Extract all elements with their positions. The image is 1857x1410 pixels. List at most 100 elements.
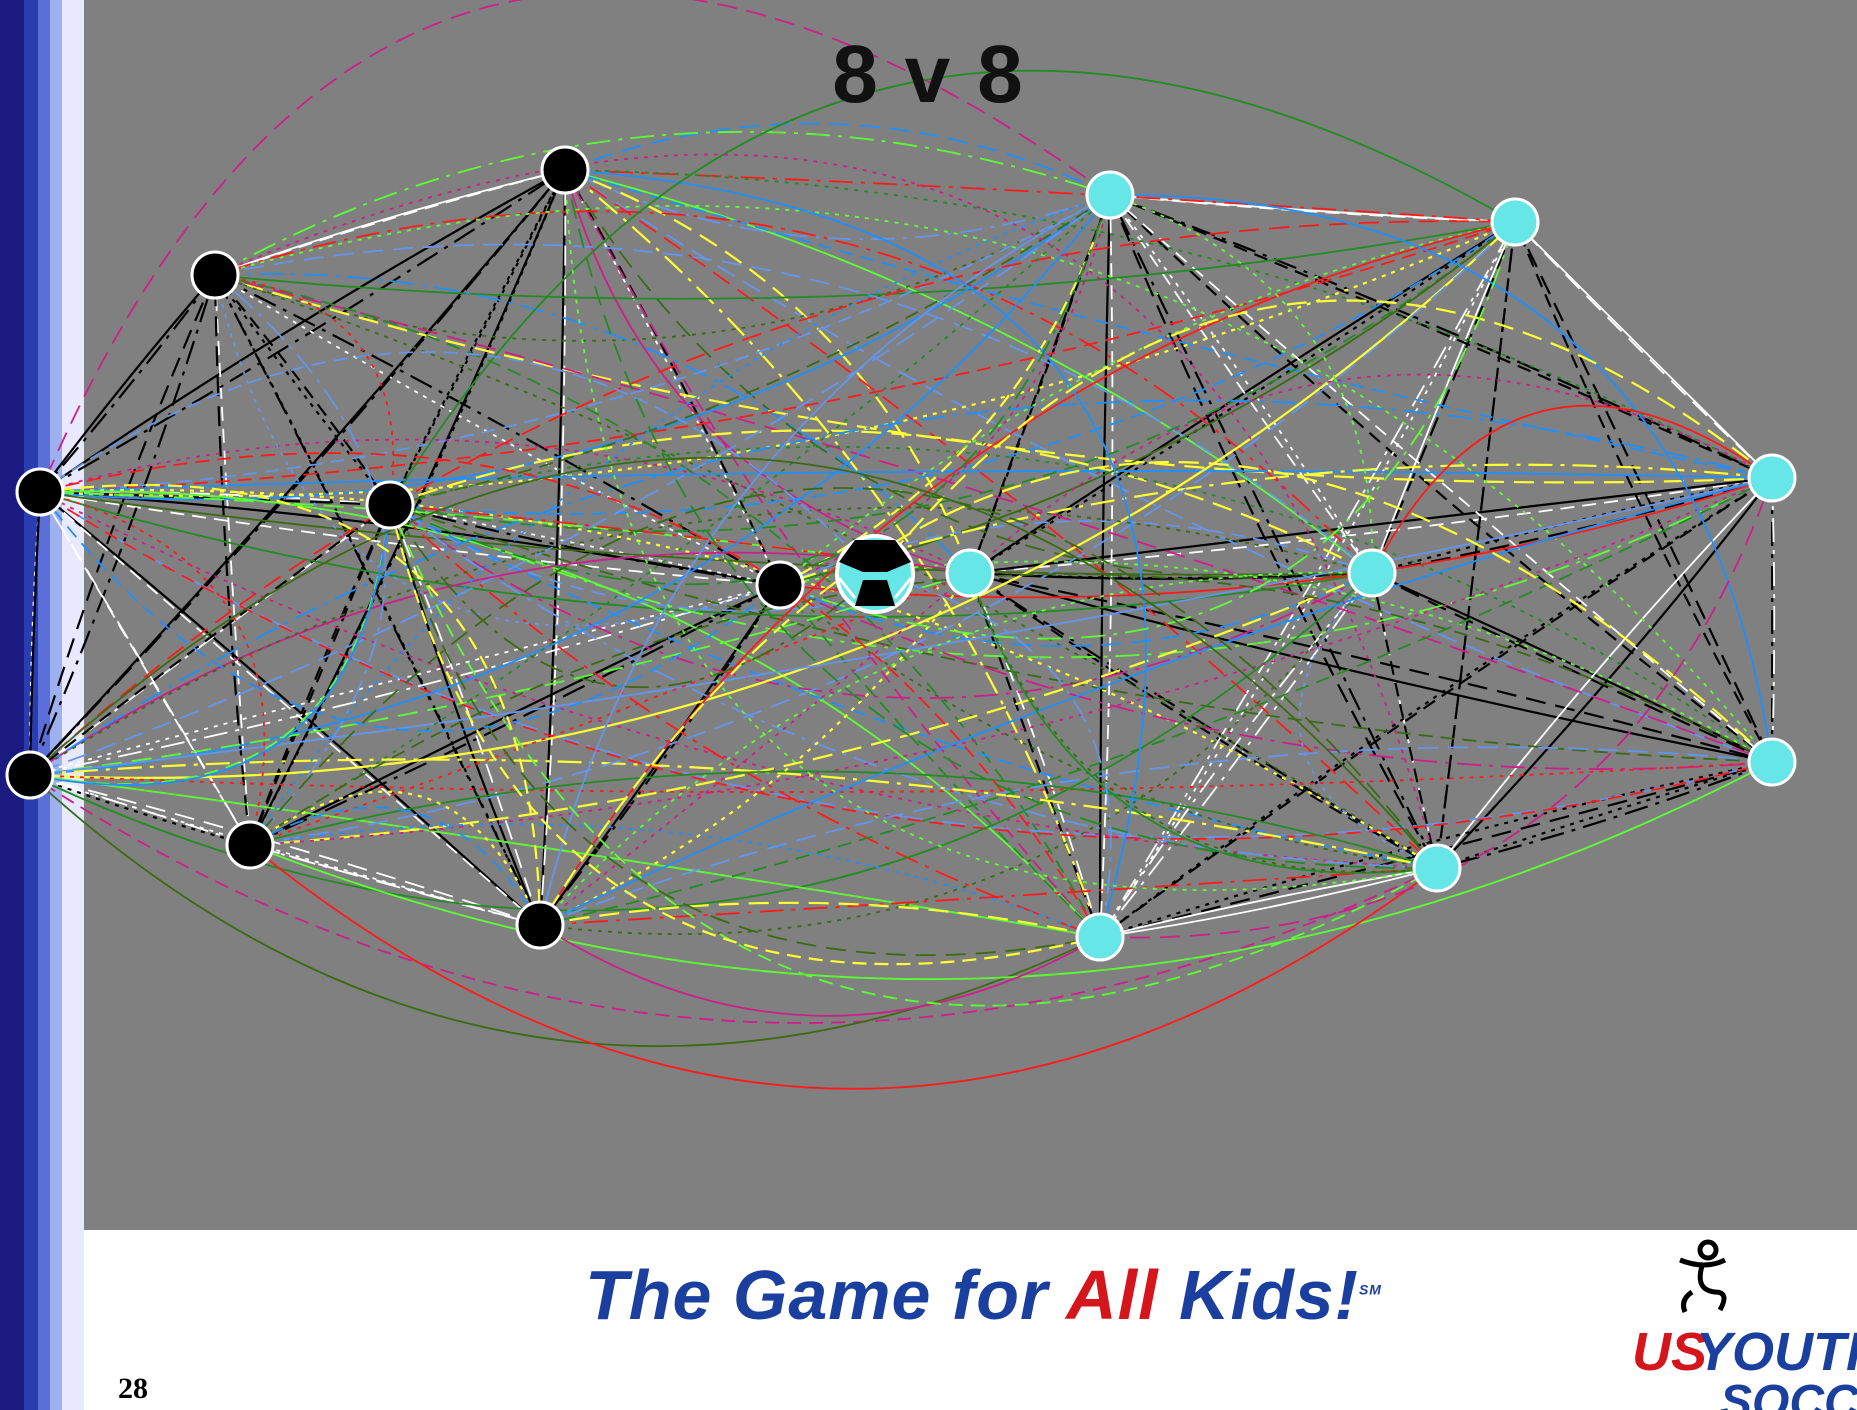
pass-line	[539, 477, 1773, 926]
pass-line	[214, 274, 781, 586]
pass-line	[1436, 760, 1773, 871]
pass-line	[29, 773, 251, 847]
pass-line	[1514, 221, 1773, 479]
pass-line	[389, 477, 1773, 659]
pass-line	[29, 774, 541, 926]
pass-line	[39, 169, 566, 493]
pass-line	[539, 584, 781, 926]
pass-line	[39, 491, 781, 732]
pass-line	[1298, 572, 1438, 869]
pass-lines	[24, 0, 1779, 1090]
pass-line	[39, 491, 1773, 838]
pass-line	[779, 477, 1773, 599]
pass-line	[249, 221, 1516, 846]
pass-line	[539, 221, 1516, 926]
pass-line	[29, 551, 971, 776]
pass-line	[779, 221, 1516, 586]
pass-line	[969, 571, 1773, 764]
pass-line	[39, 274, 216, 493]
pass-line	[969, 476, 1773, 578]
pass-line	[389, 504, 1438, 1007]
light-team-player	[1412, 843, 1462, 893]
slogan: The Game for All Kids!SM	[585, 1255, 1382, 1335]
pass-line	[39, 484, 542, 926]
pass-line	[874, 573, 1112, 938]
pass-line	[39, 491, 781, 590]
pass-line	[29, 572, 971, 776]
dark-team-player	[15, 467, 65, 517]
pass-line	[29, 194, 1111, 776]
pass-line	[29, 169, 566, 776]
pass-line	[214, 274, 781, 586]
slogan-mark: SM	[1358, 1281, 1382, 1298]
pass-line	[389, 69, 1516, 506]
pass-line	[214, 131, 1111, 276]
pass-line	[39, 194, 1111, 493]
pass-line	[214, 274, 255, 846]
pass-line	[39, 491, 1373, 576]
pass-line	[969, 572, 1438, 873]
dark-team-player	[755, 560, 805, 610]
pass-line	[249, 770, 1438, 869]
pass-line	[969, 572, 1438, 874]
pass-line	[39, 486, 781, 587]
pass-line	[539, 901, 1101, 939]
pass-line	[389, 221, 1516, 515]
pass-line	[1099, 221, 1516, 938]
pass-line	[29, 456, 1438, 869]
pass-line	[39, 489, 1438, 869]
pass-line	[28, 274, 217, 776]
pass-line	[564, 122, 1111, 196]
logo-youth: YOUTH	[1696, 1322, 1857, 1382]
pass-line	[389, 504, 1101, 938]
pass-line	[779, 463, 1773, 587]
pass-line	[29, 583, 781, 776]
pass-line	[249, 823, 1101, 938]
pass-line	[249, 790, 542, 926]
dark-team-player	[515, 900, 565, 950]
pass-line	[39, 491, 1438, 869]
pass-line	[249, 572, 971, 846]
pass-line	[389, 504, 1438, 869]
dark-team-player	[190, 250, 240, 300]
pass-line	[564, 169, 1373, 574]
pass-line	[1514, 221, 1773, 763]
pass-line	[29, 504, 391, 776]
pass-line	[1514, 221, 1773, 479]
pass-line	[39, 351, 876, 575]
pass-line	[564, 169, 1438, 869]
pass-line	[39, 220, 1516, 498]
pass-line	[564, 169, 781, 586]
pass-line	[1108, 194, 1438, 869]
player-figure-icon	[1679, 1239, 1727, 1313]
pass-line	[214, 169, 566, 276]
pass-line	[39, 438, 971, 574]
pass-line	[249, 573, 1773, 846]
pass-line	[29, 504, 391, 786]
light-team-player	[1747, 737, 1797, 787]
pass-line	[1435, 221, 1520, 869]
pass-line	[29, 220, 1516, 776]
pass-line	[214, 274, 1438, 869]
pass-line	[1436, 477, 1773, 869]
pass-line	[249, 844, 1438, 1090]
pass-line	[564, 169, 1516, 223]
pass-line	[249, 571, 1373, 847]
pass-line	[28, 491, 46, 776]
pass-line	[249, 584, 781, 847]
logo-soccer: SOCCER	[1720, 1376, 1857, 1410]
pass-line	[539, 571, 1373, 926]
pass-line	[208, 274, 252, 846]
pass-line	[1436, 477, 1773, 869]
pass-line	[969, 571, 1773, 764]
pass-line	[248, 504, 392, 846]
pass-line	[29, 506, 1373, 776]
pass-line	[539, 477, 1773, 926]
pass-line	[1109, 193, 1773, 479]
pass-line	[39, 274, 216, 493]
pass-line	[389, 221, 1516, 533]
pass-line	[389, 429, 1373, 574]
pass-line	[389, 504, 1438, 869]
pass-line	[29, 504, 391, 776]
